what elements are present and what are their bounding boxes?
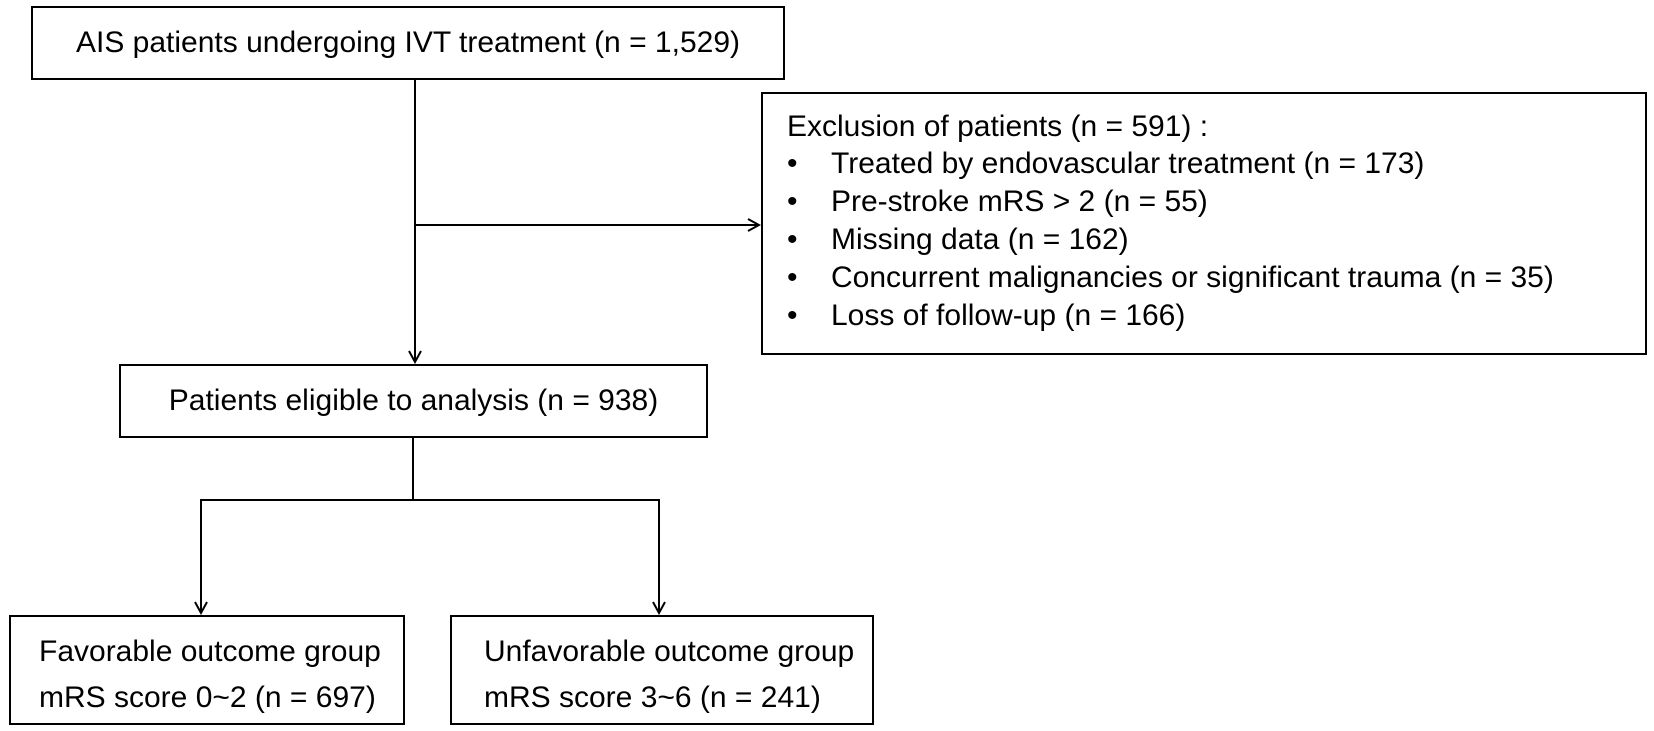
- bullet-icon: •: [787, 223, 798, 256]
- exclusion-item: • Loss of follow-up (n = 166): [787, 297, 1645, 335]
- node-eligible-patients: Patients eligible to analysis (n = 938): [119, 364, 708, 438]
- node-ais-patients-label: AIS patients undergoing IVT treatment (n…: [75, 26, 740, 59]
- exclusion-item: • Missing data (n = 162): [787, 221, 1645, 259]
- exclusion-item: • Concurrent malignancies or significant…: [787, 259, 1645, 297]
- exclusion-item: • Treated by endovascular treatment (n =…: [787, 145, 1645, 183]
- node-unfavorable-outcome: Unfavorable outcome group mRS score 3~6 …: [450, 615, 874, 725]
- unfavorable-group-label: Unfavorable outcome group: [484, 635, 855, 668]
- node-ais-patients: AIS patients undergoing IVT treatment (n…: [31, 6, 785, 80]
- favorable-group-label: Favorable outcome group: [39, 635, 381, 668]
- exclusion-item-label: Pre-stroke mRS > 2 (n = 55): [831, 185, 1208, 218]
- bullet-icon: •: [787, 299, 798, 332]
- unfavorable-score-label: mRS score 3~6 (n = 241): [484, 681, 821, 714]
- favorable-score-label: mRS score 0~2 (n = 697): [39, 681, 376, 714]
- bullet-icon: •: [787, 261, 798, 294]
- node-exclusion: Exclusion of patients (n = 591) : • Trea…: [761, 92, 1647, 355]
- node-eligible-label: Patients eligible to analysis (n = 938): [168, 384, 659, 417]
- exclusion-item-label: Concurrent malignancies or significant t…: [831, 261, 1554, 294]
- bullet-icon: •: [787, 185, 798, 218]
- bullet-icon: •: [787, 147, 798, 180]
- exclusion-item-label: Loss of follow-up (n = 166): [831, 299, 1186, 332]
- exclusion-item-label: Missing data (n = 162): [831, 223, 1129, 256]
- exclusion-item-label: Treated by endovascular treatment (n = 1…: [831, 147, 1425, 180]
- exclusion-item: • Pre-stroke mRS > 2 (n = 55): [787, 183, 1645, 221]
- node-favorable-outcome: Favorable outcome group mRS score 0~2 (n…: [9, 615, 405, 725]
- exclusion-title: Exclusion of patients (n = 591) :: [787, 110, 1209, 143]
- exclusion-list: • Treated by endovascular treatment (n =…: [787, 145, 1645, 335]
